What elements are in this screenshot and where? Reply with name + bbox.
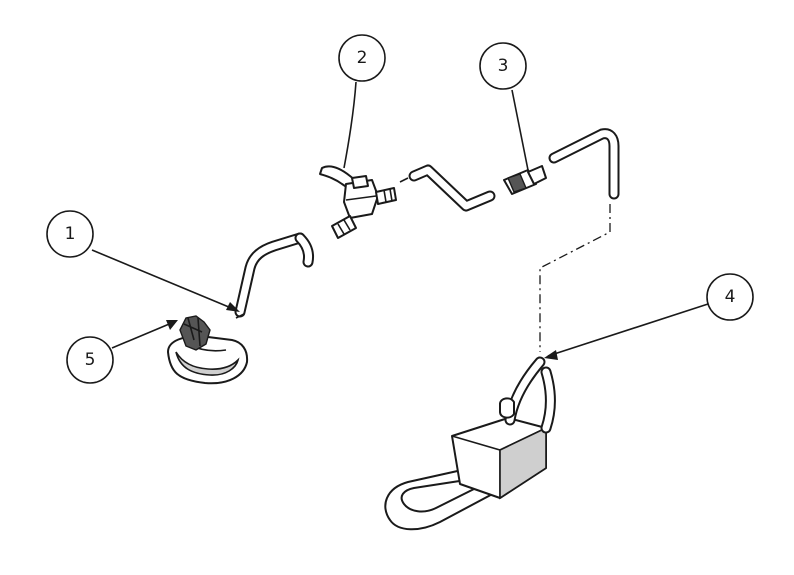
balloon-5-label: 5 — [85, 350, 96, 370]
part-3-coupler — [503, 165, 547, 195]
balloon-2 — [338, 34, 386, 82]
part-1-hose — [234, 232, 314, 319]
balloon-4 — [706, 273, 754, 321]
balloon-3-label: 3 — [498, 56, 509, 76]
part-5-bowl — [167, 315, 249, 385]
callout-3: 3 — [479, 42, 529, 171]
balloon-5 — [66, 336, 114, 384]
balloon-4-label: 4 — [725, 287, 736, 307]
part-2-valve — [319, 165, 397, 239]
balloon-1-label: 1 — [65, 224, 76, 244]
elbow-tube — [548, 128, 620, 200]
callout-1: 1 — [46, 210, 240, 312]
assembly-centerline — [539, 204, 611, 352]
balloon-2-label: 2 — [357, 48, 368, 68]
callout-4: 4 — [544, 273, 754, 360]
balloon-3 — [479, 42, 527, 90]
part-4-base-unit — [384, 356, 556, 531]
callout-2: 2 — [338, 34, 386, 169]
connector-tube — [399, 164, 496, 212]
balloon-1 — [46, 210, 94, 258]
callout-5: 5 — [66, 320, 178, 384]
